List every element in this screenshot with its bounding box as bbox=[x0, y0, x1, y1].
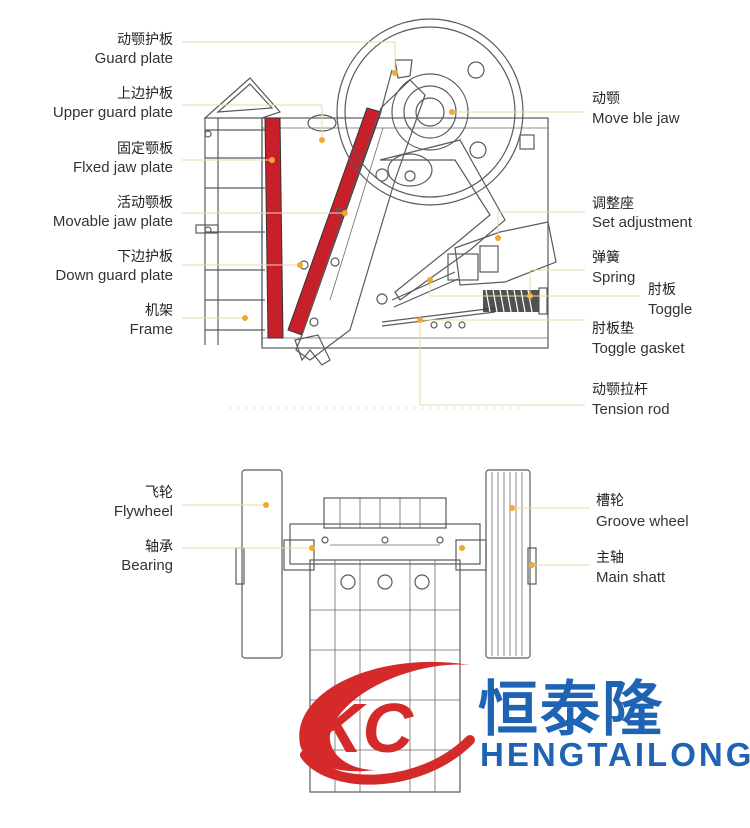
label-fixed-jaw-plate-cn: 固定颚板 bbox=[117, 141, 173, 157]
spring-coil bbox=[483, 287, 548, 315]
label-frame-en: Frame bbox=[130, 321, 173, 338]
label-toggle-cn: 肘板 bbox=[648, 282, 676, 298]
label-flywheel-en: Flywheel bbox=[114, 503, 173, 520]
label-spring-en: Spring bbox=[592, 269, 635, 286]
label-frame-cn: 机架 bbox=[145, 303, 173, 319]
logo-letters: KC bbox=[312, 689, 415, 767]
leaders-top-left bbox=[182, 41, 398, 321]
brand-name-en: HENGTAILONG bbox=[480, 736, 750, 773]
flywheel-top bbox=[241, 469, 283, 659]
labels-top-left: 动颚护板 Guard plate 上边护板 Upper guard plate … bbox=[53, 32, 173, 338]
label-tension-rod-cn: 动颚拉杆 bbox=[592, 382, 648, 398]
leaders-bottom bbox=[182, 502, 590, 568]
labels-top-right: 动颚 Move ble jaw 调整座 Set adjustment 弹簧 Sp… bbox=[592, 91, 693, 418]
set-adjustment-block bbox=[447, 221, 557, 286]
label-down-guard-plate-cn: 下边护板 bbox=[117, 249, 173, 265]
brand-logo: KC 恒泰隆 HENGTAILONG bbox=[299, 661, 750, 785]
labels-bottom-right: 槽轮 Groove wheel 主轴 Main shatt bbox=[596, 493, 689, 586]
top-view-drawing bbox=[235, 469, 537, 793]
label-down-guard-plate-en: Down guard plate bbox=[55, 267, 173, 284]
logo-swoosh bbox=[299, 661, 470, 772]
label-movable-jaw-plate-cn: 活动颚板 bbox=[117, 195, 173, 211]
crusher-body-top bbox=[309, 559, 461, 793]
leaders-top-right bbox=[230, 109, 640, 409]
label-spring-cn: 弹簧 bbox=[592, 250, 620, 266]
label-bearing-en: Bearing bbox=[121, 557, 173, 574]
movable-jaw-body bbox=[295, 79, 426, 361]
frame-ribs bbox=[195, 118, 265, 345]
movable-jaw-plate bbox=[287, 107, 382, 336]
label-toggle-gasket-cn: 肘板垫 bbox=[592, 321, 634, 337]
label-movable-jaw-en: Move ble jaw bbox=[592, 110, 680, 127]
label-set-adjustment-en: Set adjustment bbox=[592, 214, 693, 231]
label-flywheel-cn: 飞轮 bbox=[145, 485, 173, 501]
label-movable-jaw-cn: 动颚 bbox=[592, 91, 620, 107]
label-tension-rod-en: Tension rod bbox=[592, 401, 670, 418]
label-toggle-gasket-en: Toggle gasket bbox=[592, 340, 685, 357]
label-set-adjustment-cn: 调整座 bbox=[592, 196, 634, 212]
side-view-drawing bbox=[195, 18, 557, 366]
label-toggle-en: Toggle bbox=[648, 301, 692, 318]
label-bearing-cn: 轴承 bbox=[145, 539, 173, 555]
fixed-jaw-plate bbox=[264, 117, 284, 339]
label-main-shaft-en: Main shatt bbox=[596, 569, 666, 586]
label-movable-jaw-plate-en: Movable jaw plate bbox=[53, 213, 173, 230]
brand-name-cn: 恒泰隆 bbox=[478, 675, 664, 745]
label-guard-plate-en: Guard plate bbox=[95, 50, 173, 67]
tension-rod bbox=[381, 311, 496, 327]
label-fixed-jaw-plate-en: Flxed jaw plate bbox=[73, 159, 173, 176]
labels-bottom-left: 飞轮 Flywheel 轴承 Bearing bbox=[114, 485, 173, 574]
label-upper-guard-plate-en: Upper guard plate bbox=[53, 104, 173, 121]
label-upper-guard-plate-cn: 上边护板 bbox=[117, 86, 173, 102]
groove-wheel bbox=[485, 469, 537, 659]
toggle-plate bbox=[391, 271, 456, 301]
label-guard-plate-cn: 动颚护板 bbox=[117, 32, 173, 48]
label-groove-wheel-en: Groove wheel bbox=[596, 513, 689, 530]
label-main-shaft-cn: 主轴 bbox=[596, 550, 624, 566]
label-groove-wheel-cn: 槽轮 bbox=[596, 493, 624, 509]
